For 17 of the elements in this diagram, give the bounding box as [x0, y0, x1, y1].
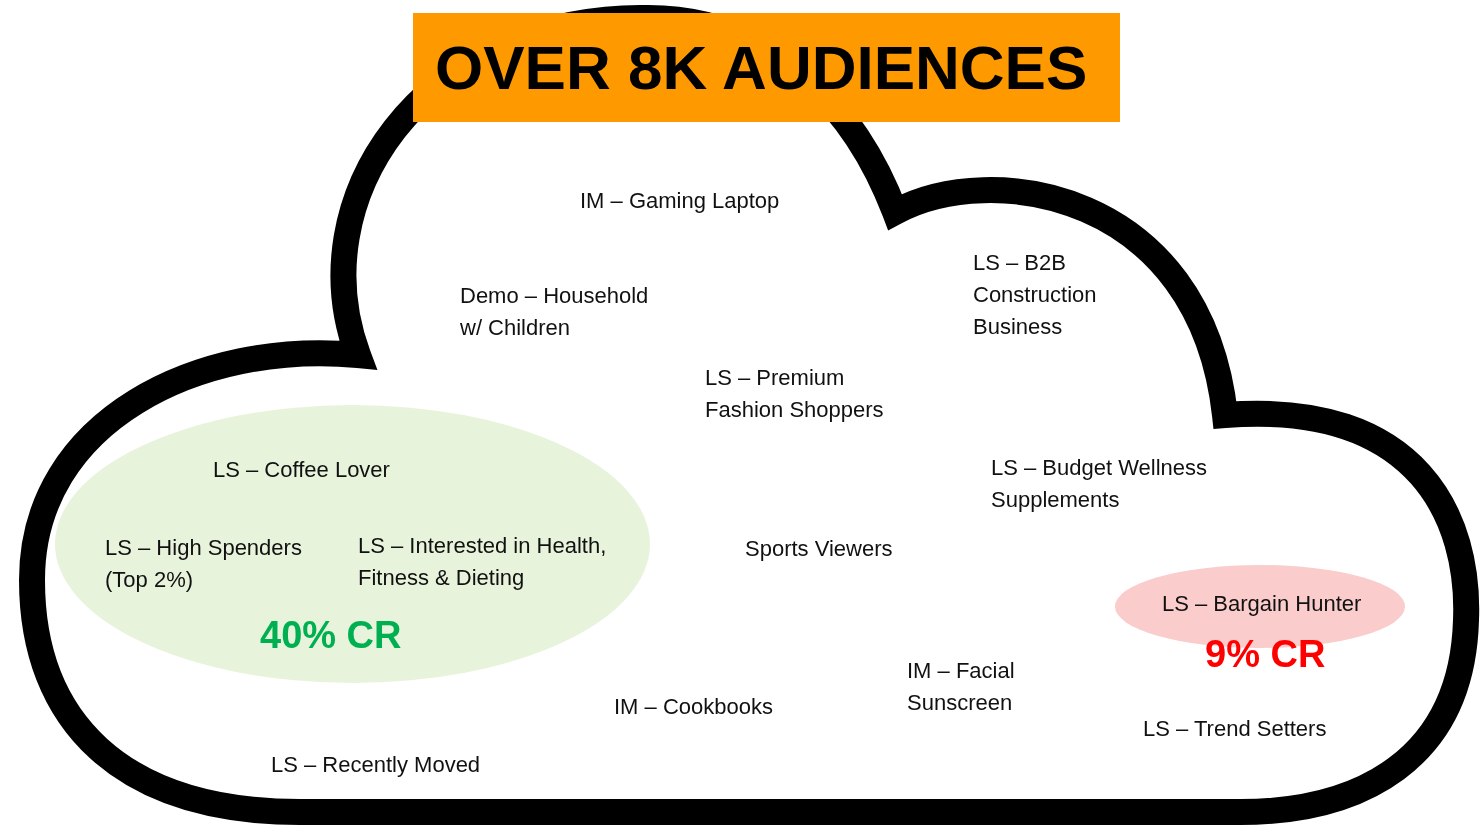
audience-label: IM – Gaming Laptop	[580, 187, 780, 215]
conversion-rate: 40% CR	[260, 613, 402, 657]
audience-label: IM – Facial Sunscreen	[907, 657, 1016, 717]
audience-label: IM – Cookbooks	[614, 693, 773, 721]
audience-label: LS – Coffee Lover	[213, 456, 390, 484]
audience-label: LS – Bargain Hunter	[1162, 590, 1362, 618]
audience-label: LS – Recently Moved	[271, 751, 481, 779]
audience-label: LS – Interested in Health, Fitness & Dieting	[358, 532, 608, 592]
audience-label: LS – Budget Wellness Supplements	[991, 454, 1209, 514]
audience-label: LS – B2B Construction Business	[973, 249, 1098, 341]
conversion-rate: 9% CR	[1205, 632, 1326, 676]
audience-label: Sports Viewers	[745, 535, 893, 563]
title-banner: OVER 8K AUDIENCES	[413, 13, 1120, 122]
audience-label: LS – Premium Fashion Shoppers	[705, 364, 885, 424]
audience-label: Demo – Household w/ Children	[460, 282, 650, 342]
audience-label: LS – Trend Setters	[1143, 715, 1327, 743]
audience-label: LS – High Spenders (Top 2%)	[105, 534, 303, 594]
